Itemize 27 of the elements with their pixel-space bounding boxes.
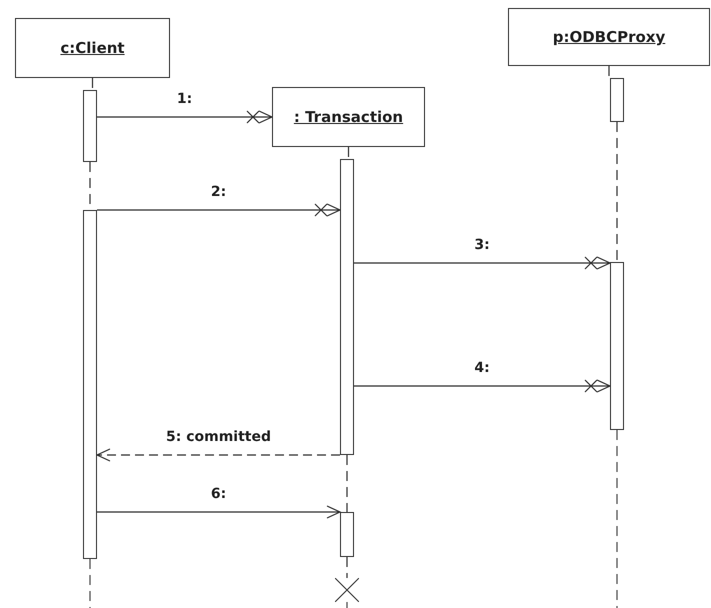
message-label: 2: xyxy=(210,184,226,200)
destroy-mark xyxy=(335,578,359,602)
object-box xyxy=(272,87,425,147)
object-box xyxy=(508,8,710,66)
object-name: : Transaction xyxy=(294,108,404,126)
activation-bar xyxy=(610,262,624,430)
object-name: p:ODBCProxy xyxy=(552,28,666,46)
activation-bar xyxy=(610,78,624,122)
object-name: c:Client xyxy=(60,39,125,57)
activation-bar xyxy=(340,159,354,455)
activation-bar xyxy=(340,512,354,557)
activation-bar xyxy=(83,210,97,559)
return-message-arrow xyxy=(96,448,340,462)
message-label: 1: xyxy=(176,91,192,107)
object-box xyxy=(15,18,170,78)
message-label: 3: xyxy=(474,237,490,253)
lifeline xyxy=(346,557,348,578)
message-arrow xyxy=(97,505,341,519)
lifeline xyxy=(348,147,350,159)
lifeline xyxy=(616,122,618,262)
lifeline xyxy=(346,455,348,512)
lifeline xyxy=(608,66,610,78)
message-label: 4: xyxy=(474,360,490,376)
message-label: 5: committed xyxy=(166,429,271,445)
lifeline xyxy=(92,78,94,90)
activation-bar xyxy=(83,90,97,162)
message-label: 6: xyxy=(210,486,226,502)
